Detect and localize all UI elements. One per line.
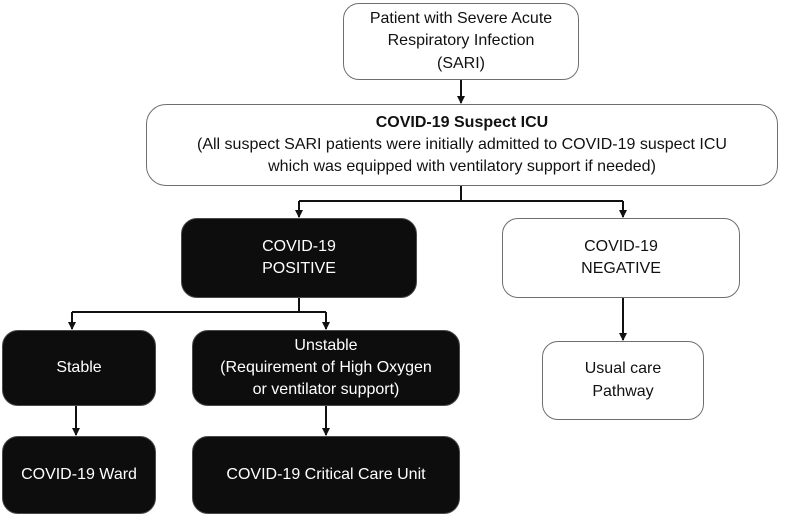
sari-line-1: Patient with Severe Acute [369, 10, 553, 28]
suspect-icu-line-2: which was equipped with ventilatory supp… [268, 158, 656, 176]
unstable-line-1: Unstable [294, 336, 358, 354]
positive-line-1: COVID-19 [262, 237, 336, 255]
stable-node: Stable [2, 330, 156, 406]
covid-positive-node: COVID-19 POSITIVE [181, 218, 417, 298]
critical-care-node: COVID-19 Critical Care Unit [192, 436, 460, 514]
sari-patient-node: Patient with Severe Acute Respiratory In… [343, 3, 579, 80]
suspect-icu-line-1: (All suspect SARI patients were initiall… [197, 135, 727, 153]
negative-line-1: COVID-19 [584, 237, 658, 255]
usual-care-line-1: Usual care [584, 360, 662, 378]
unstable-line-2: (Requirement of High Oxygen [220, 358, 432, 376]
stable-label: Stable [56, 358, 102, 376]
sari-line-3: (SARI) [437, 54, 485, 72]
critical-care-label: COVID-19 Critical Care Unit [226, 465, 426, 483]
usual-care-line-2: Pathway [592, 382, 654, 400]
ward-label: COVID-19 Ward [21, 465, 137, 483]
covid-ward-node: COVID-19 Ward [2, 436, 156, 514]
suspect-icu-node: COVID-19 Suspect ICU (All suspect SARI p… [146, 104, 778, 186]
unstable-node: Unstable (Requirement of High Oxygen or … [192, 330, 460, 406]
negative-line-2: NEGATIVE [581, 260, 661, 277]
unstable-line-3: or ventilator support) [252, 381, 400, 399]
usual-care-node: Usual care Pathway [542, 341, 704, 420]
sari-line-2: Respiratory Infection [387, 32, 535, 50]
suspect-icu-title: COVID-19 Suspect ICU [375, 113, 549, 131]
covid-negative-node: COVID-19 NEGATIVE [502, 218, 740, 298]
positive-line-2: POSITIVE [262, 260, 336, 277]
